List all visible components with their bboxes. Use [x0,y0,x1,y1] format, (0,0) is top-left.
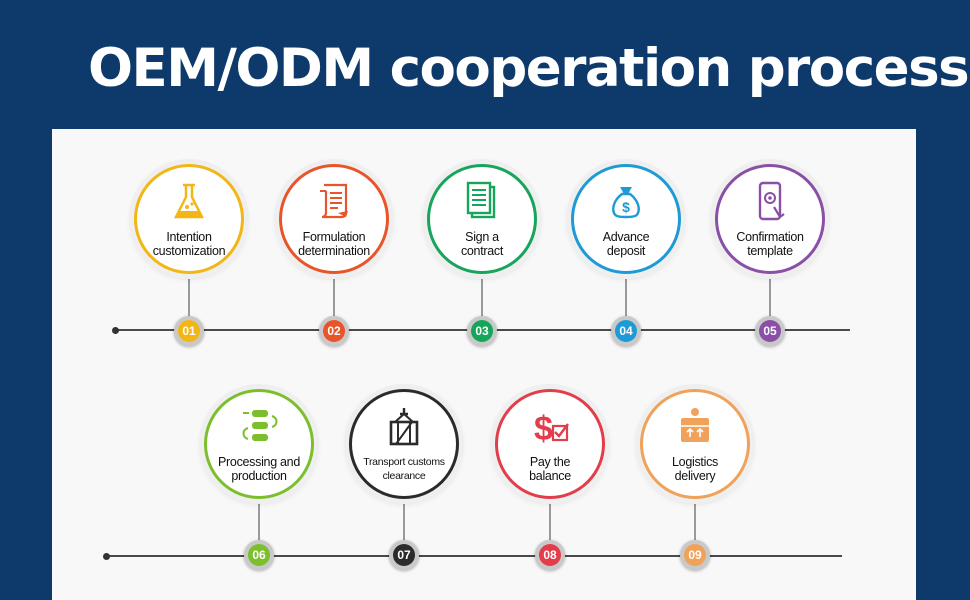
step-number-badge: 04 [611,316,641,346]
step-connector [258,499,260,540]
step-number: 02 [323,320,345,342]
dollar-check-icon: $ [534,410,569,446]
step-number-badge: 06 [244,540,274,570]
box-icon [681,408,709,442]
step-number-badge: 09 [680,540,710,570]
step-connector [769,274,771,316]
step-connector [481,274,483,316]
crate-icon [389,408,419,446]
step-number: 09 [684,544,706,566]
step-connector [403,499,405,540]
step-connector [625,274,627,316]
step-connector [549,499,551,540]
timeline-start-dot [103,552,110,560]
step-number-badge: 05 [755,316,785,346]
step-number: 07 [393,544,415,566]
flask-icon [173,183,205,219]
step-number: 08 [539,544,561,566]
step-number: 01 [178,320,200,342]
money-bag-icon: $ [612,187,640,219]
step-connector [188,274,190,316]
scroll-icon [320,183,348,219]
document-icon [466,181,496,219]
step-number-badge: 07 [389,540,419,570]
svg-text:$: $ [534,410,553,446]
step-number-badge: 03 [467,316,497,346]
step-number-badge: 08 [535,540,565,570]
svg-text:$: $ [622,199,630,215]
timeline-start-dot [112,326,119,334]
step-number: 04 [615,320,637,342]
step-connector [694,499,696,540]
page-title: OEM/ODM cooperation process [88,38,970,99]
step-number: 06 [248,544,270,566]
timeline-line [106,555,842,557]
step-number-badge: 01 [174,316,204,346]
workflow-icon [242,410,278,441]
step-number: 05 [759,320,781,342]
step-connector [333,274,335,316]
step-number-badge: 02 [319,316,349,346]
step-number: 03 [471,320,493,342]
smartphone-icon [758,181,785,221]
